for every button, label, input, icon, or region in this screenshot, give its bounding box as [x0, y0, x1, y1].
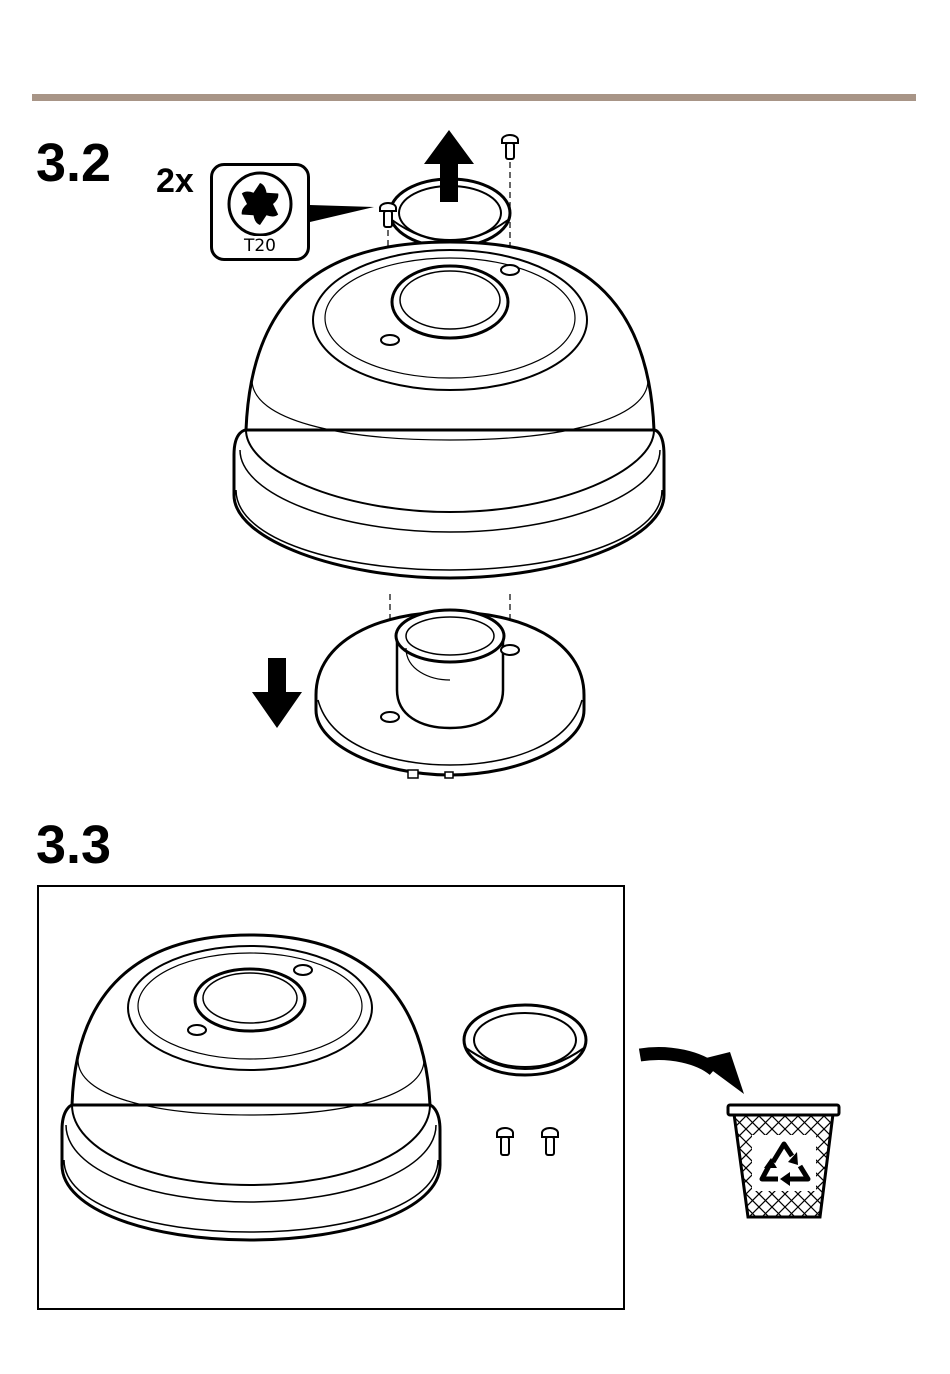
- removed-screw: [497, 1128, 513, 1155]
- removed-trim-ring: [464, 1005, 586, 1075]
- callout-pointer: [310, 205, 374, 222]
- removed-screw: [542, 1128, 558, 1155]
- arrow-down-icon: [252, 658, 302, 728]
- screw: [502, 135, 518, 159]
- removed-dome-cover: [62, 935, 440, 1240]
- recycle-bin-icon: [603, 1105, 950, 1220]
- dispose-arrow-icon: [640, 1052, 744, 1094]
- dome-cover: [234, 242, 664, 578]
- mounting-base: [316, 610, 584, 778]
- arrow-up-icon: [424, 130, 474, 202]
